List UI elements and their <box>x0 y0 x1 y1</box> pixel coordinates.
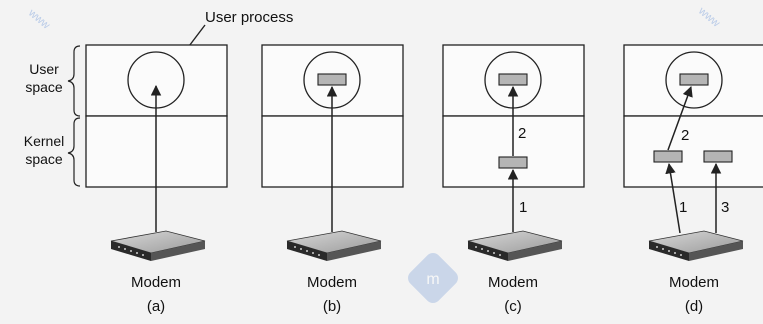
arrow-number-2: 2 <box>518 125 526 142</box>
arrow-modem-to-kernel-buffer-1 <box>665 162 681 234</box>
svg-text:m: m <box>426 271 439 288</box>
arrow-kernel-buffer-1-to-user-buffer <box>667 86 693 151</box>
modem-label: Modem <box>131 274 181 291</box>
modem-device <box>286 230 382 261</box>
user-process-circle <box>665 51 723 109</box>
panel-b: Modem (b) <box>261 44 404 315</box>
user-space-brace <box>67 45 81 117</box>
kernel-space-box <box>623 115 763 188</box>
kernel-buffer <box>498 156 528 169</box>
panel-caption: (b) <box>323 298 341 315</box>
kernel-space-brace <box>67 117 81 187</box>
modem-device <box>110 230 206 261</box>
panel-d: 2 1 3 Modem (d) <box>623 44 763 315</box>
kernel-space-label-line2: space <box>25 151 63 167</box>
user-space-label-line1: User <box>29 61 59 77</box>
panel-caption: (d) <box>685 298 703 315</box>
user-buffer <box>498 73 528 86</box>
panel-c: 2 1 Modem (c) <box>442 44 585 315</box>
modem-label: Modem <box>488 274 538 291</box>
user-process-label: User process <box>205 9 293 26</box>
arrow-number-1: 1 <box>519 199 527 216</box>
panel-caption: (c) <box>504 298 522 315</box>
watermark-top-left: www <box>25 6 52 31</box>
user-buffer <box>679 73 709 86</box>
kernel-buffer-1 <box>653 150 683 163</box>
kernel-space-label-line1: Kernel <box>24 133 64 149</box>
modem-device <box>648 230 744 261</box>
user-space-label-line2: space <box>25 79 63 95</box>
arrow-number-2: 2 <box>681 127 689 144</box>
panel-caption: (a) <box>147 298 165 315</box>
watermark-top-right: www <box>695 4 722 29</box>
user-buffer <box>317 73 347 86</box>
watermark-logo: m <box>408 253 458 303</box>
arrow-number-3: 3 <box>721 199 729 216</box>
modem-label: Modem <box>669 274 719 291</box>
kernel-buffer-2 <box>703 150 733 163</box>
panel-a: Modem (a) <box>85 44 228 315</box>
modem-device <box>467 230 563 261</box>
arrow-number-1: 1 <box>679 199 687 216</box>
modem-label: Modem <box>307 274 357 291</box>
